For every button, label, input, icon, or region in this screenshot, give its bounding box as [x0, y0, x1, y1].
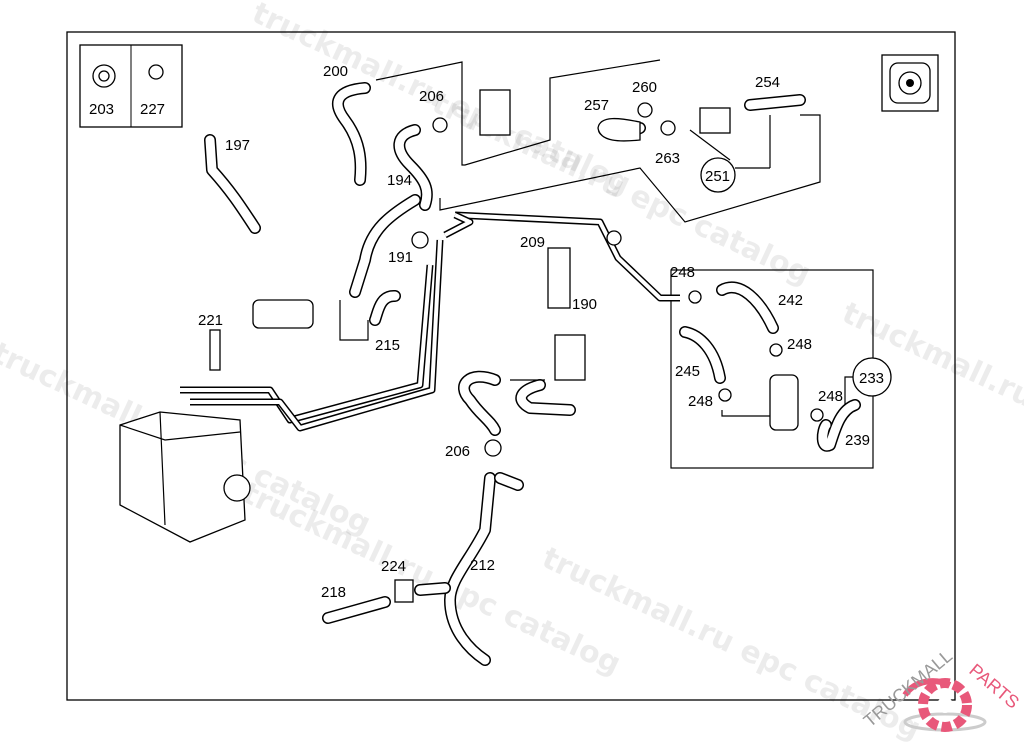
pipes [180, 211, 680, 432]
callout-251: 251 [705, 168, 730, 185]
callout-190: 190 [572, 296, 597, 313]
hoses [204, 82, 861, 666]
callout-248: 248 [818, 388, 843, 405]
callout-212: 212 [470, 557, 495, 574]
callout-227: 227 [140, 101, 165, 118]
callout-206: 206 [419, 88, 444, 105]
callout-197: 197 [225, 137, 250, 154]
callout-194: 194 [387, 172, 412, 189]
assembly-outline-206 [375, 59, 661, 166]
callout-191: 191 [388, 249, 413, 266]
callout-248: 248 [670, 264, 695, 281]
leader-lines [339, 115, 853, 417]
callout-254: 254 [755, 74, 780, 91]
callout-245: 245 [675, 363, 700, 380]
assembly-box-233 [670, 269, 874, 469]
hose-257 [597, 117, 641, 142]
watermark: truckmall.ru epc catalog [837, 296, 1024, 502]
pump-221 [252, 299, 314, 329]
diagram-frame [66, 31, 956, 701]
callout-206: 206 [445, 443, 470, 460]
valve-upper [554, 334, 586, 381]
callout-239: 239 [845, 432, 870, 449]
switch-symbol-box [881, 54, 939, 112]
truckmall-parts-logo: TRUCKMALL PARTS [860, 646, 1023, 732]
callout-248: 248 [787, 336, 812, 353]
callout-257: 257 [584, 97, 609, 114]
callout-224: 224 [381, 558, 406, 575]
callout-circle-251 [700, 157, 736, 193]
filter-254 [699, 107, 731, 134]
callout-200: 200 [323, 63, 348, 80]
callout-215: 215 [375, 337, 400, 354]
callout-209: 209 [520, 234, 545, 251]
assembly-outline-251 [439, 114, 821, 223]
components [119, 89, 892, 603]
callout-242: 242 [778, 292, 803, 309]
callout-263: 263 [655, 150, 680, 167]
callout-218: 218 [321, 584, 346, 601]
logo-text-parts: PARTS [965, 660, 1023, 713]
valve-206 [479, 89, 511, 136]
callout-233: 233 [859, 370, 884, 387]
callout-221: 221 [198, 312, 223, 329]
callout-labels: 200 206 260 254 257 263 251 197 194 209 … [198, 63, 884, 601]
callout-260: 260 [632, 79, 657, 96]
bolt-221 [209, 329, 221, 371]
clip-set-box: 203 227 [79, 44, 183, 128]
filter-233 [769, 374, 799, 431]
callout-203: 203 [89, 101, 114, 118]
bracket-190 [547, 247, 571, 309]
callout-248: 248 [688, 393, 713, 410]
